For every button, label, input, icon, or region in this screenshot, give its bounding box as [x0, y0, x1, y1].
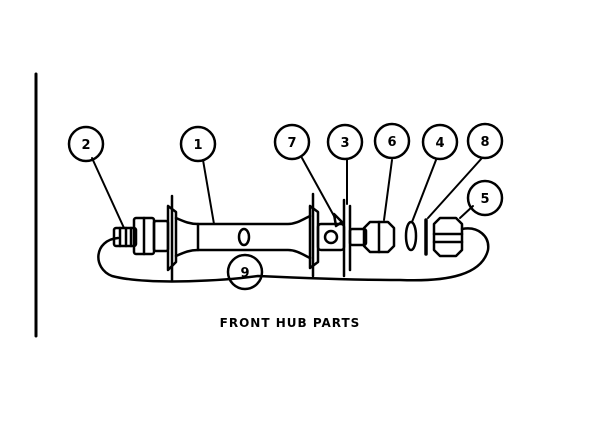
- callout-circle-3: [326, 123, 364, 161]
- callout-label-3: 3: [340, 136, 349, 151]
- callout-circle-1: [179, 125, 217, 163]
- callout-circle-7: [273, 123, 311, 161]
- part-4-washer: [404, 220, 418, 252]
- callout-circle-5: [466, 179, 504, 217]
- part-7-3-bearing-cone: [316, 198, 368, 278]
- callout-circle-8: [466, 122, 504, 160]
- callout-circle-2: [67, 125, 105, 163]
- callout-label-5: 5: [480, 192, 489, 207]
- part-6-lock-nut: [362, 220, 396, 254]
- part-2-axle-end: [112, 216, 156, 256]
- callout-circle-9: [226, 253, 264, 291]
- callout-label-7: 7: [287, 136, 296, 151]
- callout-label-4: 4: [435, 136, 444, 151]
- assembly-bracket: [97, 227, 490, 283]
- figure-caption: FRONT HUB PARTS: [220, 316, 361, 330]
- callout-circle-6: [373, 122, 411, 160]
- callout-circles: [67, 122, 504, 291]
- callout-label-9: 9: [240, 266, 249, 281]
- callout-label-6: 6: [387, 135, 396, 150]
- callout-label-8: 8: [480, 135, 489, 150]
- callout-label-2: 2: [81, 138, 90, 153]
- part-5-cap-nut: [432, 216, 464, 258]
- callout-label-1: 1: [193, 138, 202, 153]
- leader-lines: [91, 157, 483, 229]
- part-1-hub-shell: [152, 192, 320, 282]
- callout-circle-4: [421, 123, 459, 161]
